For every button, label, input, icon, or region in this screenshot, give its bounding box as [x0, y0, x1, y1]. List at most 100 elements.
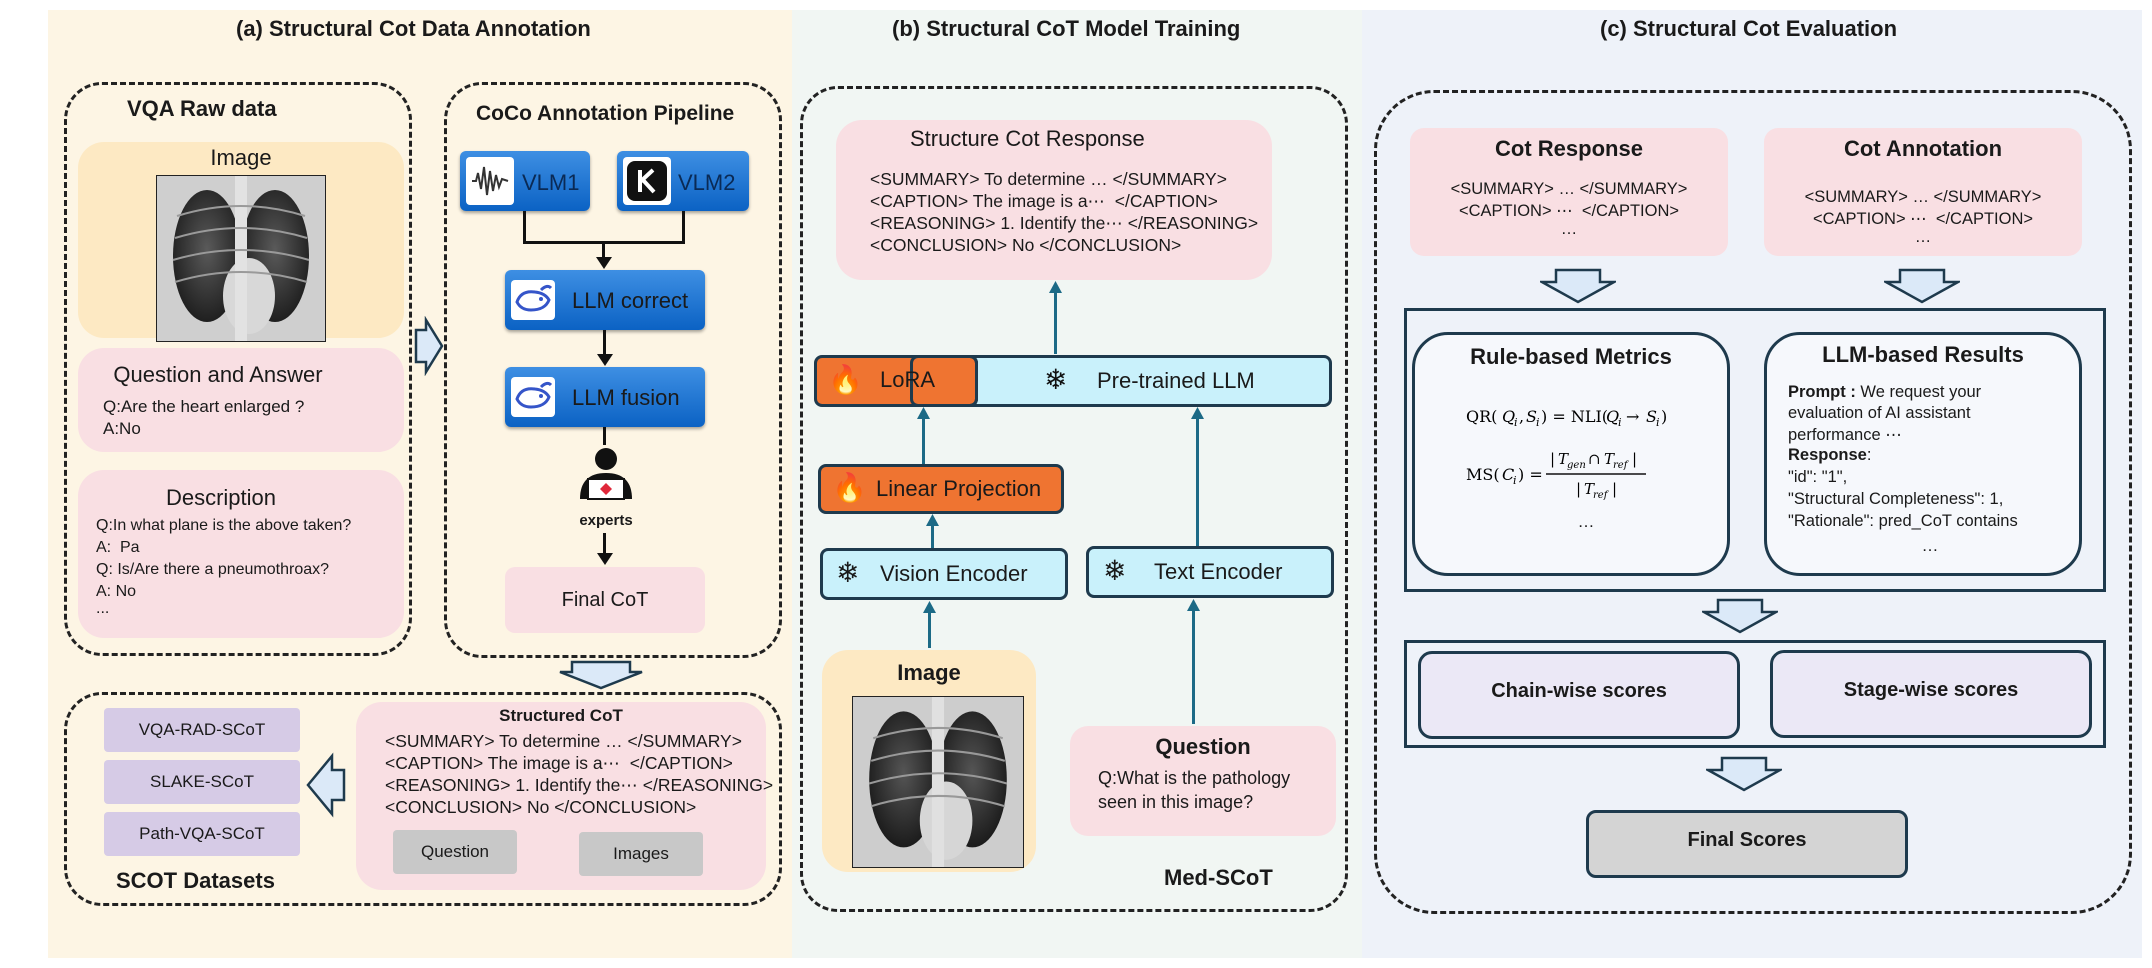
llm-fusion-label: LLM fusion: [572, 385, 680, 410]
connector-fusion-experts: [603, 427, 606, 445]
svg-text:S: S: [1526, 407, 1537, 426]
med-scot-group: [800, 86, 1348, 912]
structured-line-2: <CAPTION> The image is a⋯ </CAPTION>: [385, 753, 733, 773]
vision-encoder-label: Vision Encoder: [880, 561, 1028, 586]
svg-text:|: |: [1632, 450, 1637, 468]
question-button: Question: [393, 830, 517, 874]
arrow-text-to-llm-shaft: [1196, 416, 1199, 546]
llm-based-results-card: [1764, 332, 2082, 576]
svg-text:gen: gen: [1567, 460, 1586, 471]
dataset-item-slake: SLAKE-SCoT: [104, 760, 300, 804]
desc-line-2: A: Pa: [96, 539, 140, 556]
arrow-llm-to-response-shaft: [1054, 290, 1057, 354]
cot-response-line-3: …: [1560, 220, 1578, 238]
chest-xray-image-2: [852, 696, 1024, 868]
vision-encoder-box: [820, 548, 1068, 600]
arrow-response-down: [1540, 268, 1616, 304]
arrow-metrics-to-scores: [1702, 598, 1778, 634]
connector-correct-fusion: [603, 330, 606, 356]
final-cot-box: [505, 567, 705, 633]
experts-label: experts: [579, 512, 633, 529]
snowflake-icon-2: ❄: [836, 557, 860, 588]
fire-icon-2: 🔥: [832, 472, 867, 503]
question-card-line-2: seen in this image?: [1098, 792, 1254, 812]
question-card-line-1: Q:What is the pathology: [1098, 768, 1291, 788]
cot-annotation-line-3: …: [1914, 228, 1932, 246]
cot-response-line-1: <SUMMARY> … </SUMMARY>: [1450, 180, 1688, 198]
svg-text:C: C: [1502, 465, 1514, 484]
rule-formula-ms: MS( C i ) = | T gen ∩ T ref | | T ref |: [1466, 450, 1646, 501]
pretrained-label: Pre-trained LLM: [1097, 368, 1255, 393]
structured-line-4: <CONCLUSION> No </CONCLUSION>: [385, 797, 697, 817]
rule-formula-qr: QR( Q i , S i ) = NLI( Q i → S i ): [1466, 407, 1667, 429]
vqa-raw-data-title: VQA Raw data: [127, 96, 277, 121]
svg-text:i: i: [1536, 416, 1540, 429]
vlm1-label: VLM1: [522, 170, 580, 195]
panel-b-title: (b) Structural CoT Model Training: [892, 16, 1241, 41]
qa-line-2: A:No: [103, 419, 141, 438]
stage-wise-scores-box: [1770, 650, 2092, 738]
raw-image-label: Image: [210, 145, 272, 170]
arrow-image-to-vision-head: [923, 601, 936, 613]
panel-c-title: (c) Structural Cot Evaluation: [1600, 16, 1898, 41]
arrow-linear-to-lora-shaft: [922, 416, 925, 464]
linear-projection-box: [818, 464, 1064, 514]
svg-text:i: i: [1514, 416, 1518, 429]
response-title: Structure Cot Response: [910, 126, 1145, 151]
desc-line-3: Q: Is/Are there a pneumothroax?: [96, 561, 330, 578]
arrow-llm-to-response-head: [1049, 281, 1062, 293]
arrow-question-to-text-head: [1187, 599, 1200, 611]
qa-title: Question and Answer: [113, 362, 323, 387]
model-image-label: Image: [897, 660, 961, 685]
rule-based-metrics-card: [1412, 332, 1730, 576]
response-label: Response: [1788, 446, 1867, 464]
description-card: [78, 470, 404, 638]
desc-line-4: A: No: [96, 583, 137, 600]
arrow-image-to-vision-shaft: [928, 610, 931, 648]
cot-annotation-title: Cot Annotation: [1843, 136, 2003, 161]
linear-projection-label: Linear Projection: [876, 476, 1042, 501]
scot-datasets-title: SCOT Datasets: [116, 868, 275, 893]
svg-text:) =: ) =: [1518, 465, 1543, 484]
text-encoder-box: [1086, 546, 1334, 598]
structured-line-3: <REASONING> 1. Identify the⋯ </REASONING…: [385, 775, 774, 795]
prompt-label: Prompt :: [1788, 383, 1856, 401]
dataset-item-path-vqa: Path-VQA-SCoT: [104, 812, 300, 856]
svg-text:T: T: [1558, 450, 1569, 468]
svg-text:T: T: [1604, 450, 1615, 468]
svg-text:|: |: [1612, 480, 1617, 498]
images-button: Images: [579, 832, 703, 876]
fire-icon: 🔥: [828, 364, 863, 395]
scot-datasets-group: [64, 692, 782, 906]
chain-wise-scores-box: [1418, 651, 1740, 739]
dataset-item-vqa-rad: VQA-RAD-SCoT: [104, 708, 300, 752]
svg-text:S: S: [1646, 407, 1657, 426]
svg-text:|: |: [1576, 480, 1581, 498]
svg-text:ref: ref: [1593, 490, 1610, 501]
svg-text:,: ,: [1519, 407, 1524, 426]
prompt-text: We request your: [1855, 383, 1982, 401]
svg-text:T: T: [1584, 480, 1595, 498]
rule-based-title: Rule-based Metrics: [1470, 344, 1672, 369]
waveform-icon: [466, 157, 514, 205]
svg-text:MS(: MS(: [1466, 465, 1500, 484]
connector-to-correct: [602, 241, 605, 261]
arrow-structured-to-datasets: [306, 752, 346, 818]
svg-text:QR(: QR(: [1466, 407, 1497, 426]
stage-wise-label: Stage-wise scores: [1843, 679, 2019, 701]
arrowhead-to-fusion: [597, 354, 613, 366]
description-title: Description: [165, 485, 277, 510]
arrow-pipeline-to-datasets: [559, 660, 643, 690]
response-line-2: <CAPTION> The image is a⋯ </CAPTION>: [870, 191, 1218, 211]
question-card-title: Question: [1155, 734, 1251, 759]
svg-text:Q: Q: [1606, 407, 1619, 426]
panel-a-title: (a) Structural Cot Data Annotation: [236, 16, 591, 41]
cot-response-card: [1410, 128, 1728, 256]
vlm2-label: VLM2: [678, 170, 736, 195]
svg-text:) = NLI(: ) = NLI(: [1541, 407, 1608, 426]
final-scores-label: Final Scores: [1687, 829, 1807, 851]
arrowhead-to-final: [597, 553, 613, 565]
llm-response-line-2: "Structural Completeness": 1,: [1788, 490, 2004, 508]
k-logo-icon: [623, 157, 671, 205]
llm-based-title: LLM-based Results: [1822, 342, 2024, 367]
